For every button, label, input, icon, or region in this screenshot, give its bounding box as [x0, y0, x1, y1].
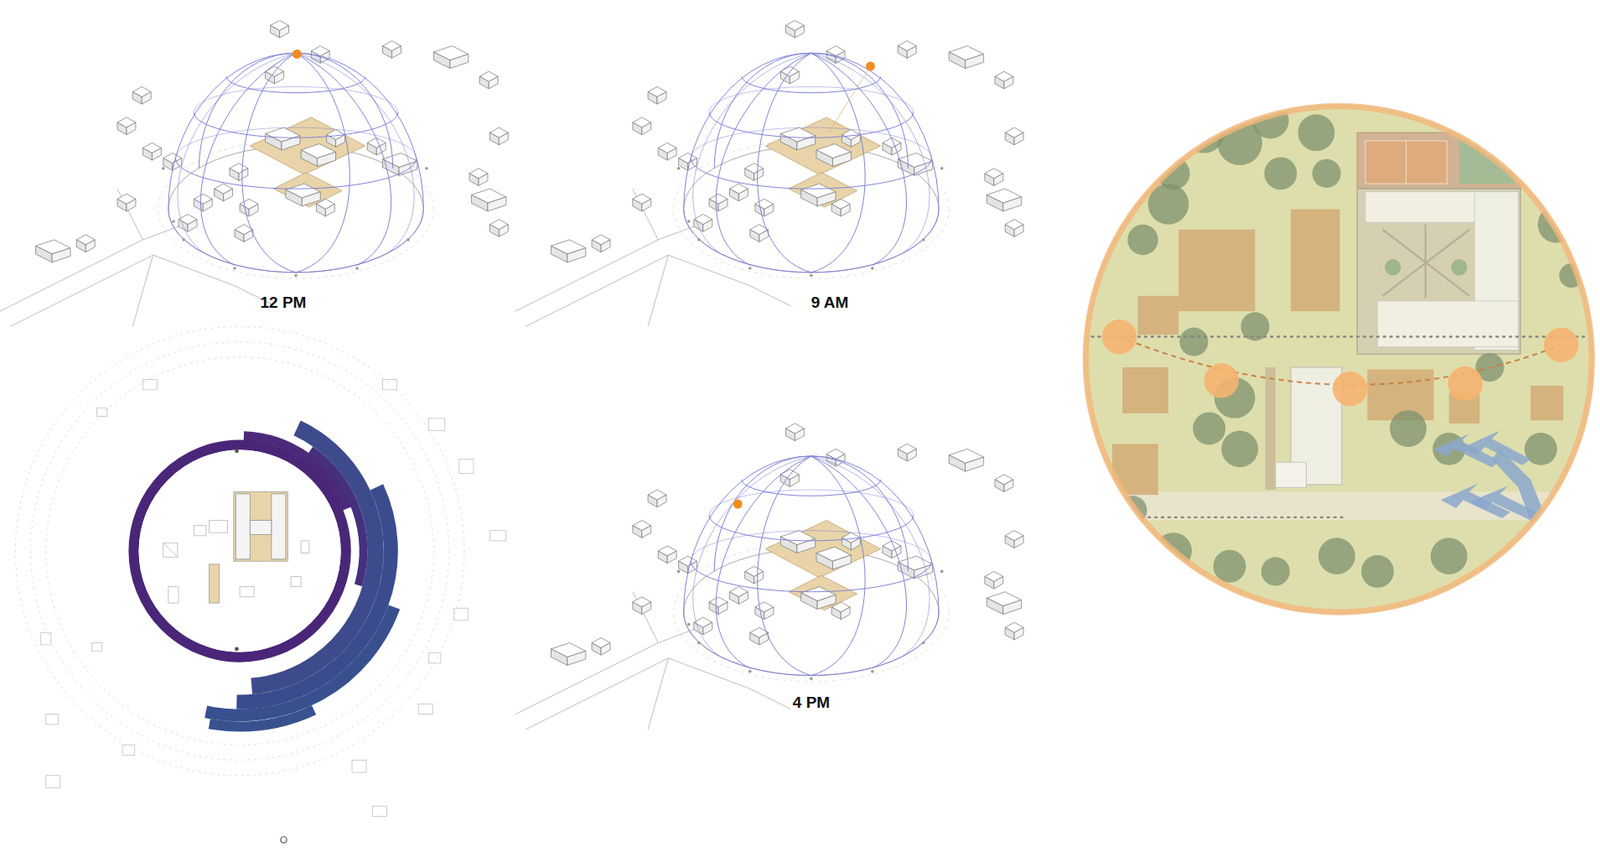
time-label: 4 PM: [792, 693, 830, 712]
time-label: 9 AM: [811, 293, 850, 312]
time-label: 12 PM: [260, 293, 307, 312]
